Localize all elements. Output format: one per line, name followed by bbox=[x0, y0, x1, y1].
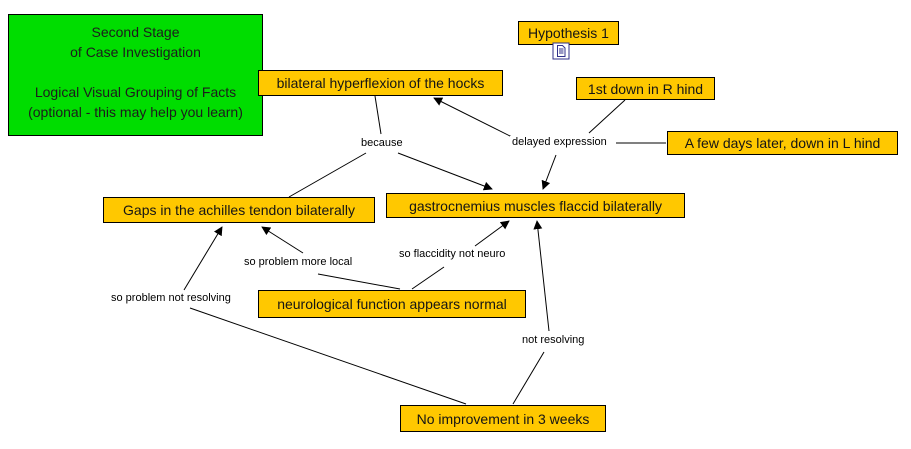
concept-days-later-l-hind[interactable]: A few days later, down in L hind bbox=[667, 131, 898, 155]
connector bbox=[512, 351, 545, 405]
connector bbox=[433, 97, 513, 138]
note-line: (optional - this may help you learn) bbox=[28, 104, 243, 120]
concept-hypothesis-1[interactable]: Hypothesis 1 bbox=[518, 21, 619, 45]
connector bbox=[533, 220, 550, 332]
note-line: Second Stage bbox=[91, 24, 180, 40]
connector bbox=[288, 152, 367, 198]
concept-first-down-r-hind[interactable]: 1st down in R hind bbox=[576, 77, 715, 100]
concept-achilles-gaps[interactable]: Gaps in the achilles tendon bilaterally bbox=[103, 197, 375, 223]
instruction-note[interactable]: Second Stage of Case Investigation Logic… bbox=[8, 14, 263, 136]
note-line bbox=[9, 62, 262, 82]
resource-document-icon[interactable] bbox=[552, 42, 570, 60]
note-line: of Case Investigation bbox=[70, 44, 201, 60]
connector bbox=[541, 154, 557, 190]
connector bbox=[189, 307, 467, 405]
connector bbox=[397, 152, 493, 191]
note-line: Logical Visual Grouping of Facts bbox=[34, 84, 237, 100]
connector bbox=[183, 226, 223, 291]
concept-no-improvement[interactable]: No improvement in 3 weeks bbox=[400, 405, 606, 432]
connector bbox=[474, 220, 510, 247]
link-label-because[interactable]: because bbox=[359, 137, 405, 149]
concept-neurological-normal[interactable]: neurological function appears normal bbox=[258, 290, 526, 318]
link-label-not-resolving[interactable]: not resolving bbox=[520, 334, 587, 346]
connector bbox=[588, 99, 626, 134]
connector bbox=[411, 266, 445, 290]
concept-gastrocnemius-flaccid[interactable]: gastrocnemius muscles flaccid bilaterall… bbox=[386, 193, 685, 218]
link-label-so-flaccidity-not-neuro[interactable]: so flaccidity not neuro bbox=[397, 248, 508, 260]
connector bbox=[317, 273, 401, 290]
connector bbox=[374, 95, 382, 135]
concept-bilateral-hyperflexion[interactable]: bilateral hyperflexion of the hocks bbox=[258, 70, 503, 96]
link-label-so-problem-not-resolving[interactable]: so problem not resolving bbox=[109, 292, 233, 304]
connector bbox=[261, 226, 304, 254]
link-label-delayed-expression[interactable]: delayed expression bbox=[510, 136, 609, 148]
link-label-so-problem-more-local[interactable]: so problem more local bbox=[242, 256, 355, 268]
